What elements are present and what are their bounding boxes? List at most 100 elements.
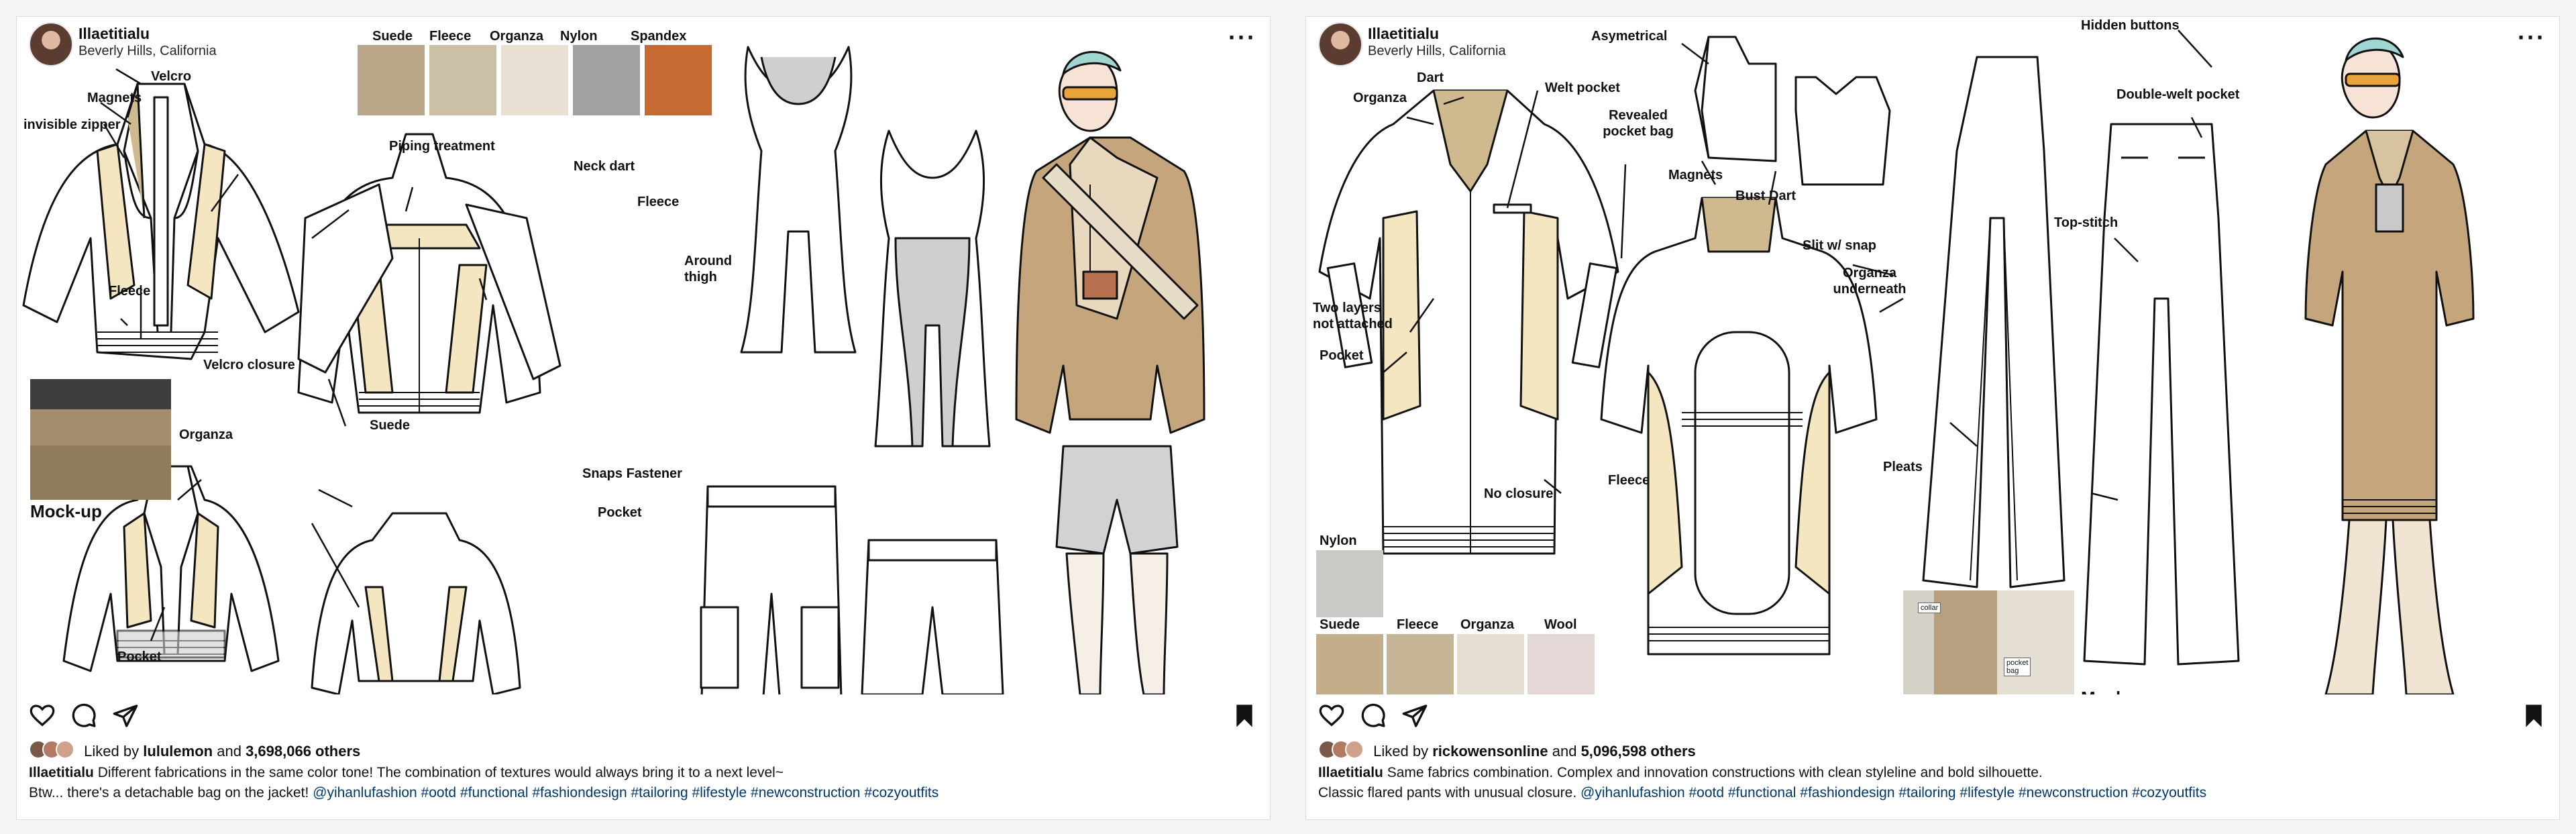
annotation-label: Pleats xyxy=(1883,460,1923,474)
swatch-label: Suede xyxy=(1320,617,1360,632)
liked-by-user[interactable]: rickowensonline xyxy=(1432,742,1548,760)
post-actions xyxy=(17,694,1270,735)
instagram-post-1: Suede Fleece Organza Nylon Spandex Velcr… xyxy=(16,16,1271,820)
annotation-label: Slit w/ snap xyxy=(1803,238,1877,253)
annotation-label: Hidden buttons xyxy=(2081,18,2180,33)
share-icon[interactable] xyxy=(112,702,139,729)
instagram-post-2: Nylon Suede Fleece Organza Wool collar p… xyxy=(1305,16,2560,820)
caption-username[interactable]: Illaetitialu xyxy=(1318,765,1383,780)
post-location[interactable]: Beverly Hills, California xyxy=(78,44,217,58)
caption-text: Same fabrics combination. Complex and in… xyxy=(1387,765,2043,780)
liked-by-prefix: Liked by xyxy=(1373,742,1429,760)
annotation-label: Organza xyxy=(179,427,233,442)
fabric-swatch xyxy=(358,45,425,115)
post-image: Nylon Suede Fleece Organza Wool collar p… xyxy=(1306,17,2559,694)
comment-icon[interactable] xyxy=(70,702,97,729)
more-icon[interactable]: ··· xyxy=(2518,23,2546,51)
annotation-label: Neck dart xyxy=(574,159,635,174)
avatar[interactable] xyxy=(1318,22,1362,66)
fashion-flats-illustration xyxy=(1318,30,2475,694)
bookmark-icon[interactable] xyxy=(1231,702,1258,729)
liked-by-prefix: Liked by xyxy=(84,742,140,760)
annotation-label: Dart xyxy=(1417,70,1444,85)
heart-icon[interactable] xyxy=(29,702,56,729)
heart-icon[interactable] xyxy=(1318,702,1345,729)
caption-hashtags[interactable]: @yihanlufashion #ootd #functional #fashi… xyxy=(1580,785,2207,800)
bookmark-icon[interactable] xyxy=(2520,702,2547,729)
caption-text: Different fabrications in the same color… xyxy=(97,765,784,780)
share-icon[interactable] xyxy=(1401,702,1428,729)
caption-line-2: Btw... there's a detachable bag on the j… xyxy=(29,783,1256,803)
fabric-swatch xyxy=(1316,550,1383,617)
annotation-label: Revealed pocket bag xyxy=(1603,108,1674,139)
annotation-label: Pocket xyxy=(1320,348,1364,363)
fashion-flats-illustration xyxy=(22,46,1205,694)
swatch-label: Nylon xyxy=(1320,533,1357,548)
mockup-photo xyxy=(30,379,171,500)
fabric-swatch xyxy=(645,45,712,115)
mockup-label: Mock-up xyxy=(30,501,102,521)
annotation-label: Around thigh xyxy=(684,254,733,284)
annotation-label: Piping treatment xyxy=(389,139,495,154)
mockup-label: Mock-up xyxy=(2081,688,2153,694)
swatch-label: Organza xyxy=(1460,617,1515,632)
annotation-label: Suede xyxy=(370,418,411,433)
fabric-swatch xyxy=(573,45,640,115)
annotation-label: Fleece xyxy=(109,284,151,299)
liked-by-user[interactable]: lululemon xyxy=(143,742,213,760)
post-header: Illaetitialu Beverly Hills, California ·… xyxy=(17,17,1270,74)
comment-icon[interactable] xyxy=(1360,702,1387,729)
annotation-label: Asymetrical xyxy=(1591,29,1668,44)
swatch-label: Fleece xyxy=(429,29,472,44)
annotation-label: No closure xyxy=(1484,486,1554,501)
caption: Illaetitialu Same fabrics combination. C… xyxy=(1318,763,2546,783)
annotation-label: invisible zipper xyxy=(23,117,121,132)
caption-hashtags[interactable]: @yihanlufashion #ootd #functional #fashi… xyxy=(313,785,939,800)
fabric-swatch xyxy=(1457,634,1524,694)
post-username[interactable]: Illaetitialu xyxy=(78,25,150,42)
annotation-label: Snaps Fastener xyxy=(582,466,682,481)
post-username[interactable]: Illaetitialu xyxy=(1368,25,1440,42)
annotation-label: Velcro xyxy=(151,69,192,84)
fabric-swatch xyxy=(1387,634,1454,694)
swatch-label: Spandex xyxy=(631,29,687,44)
annotation-label: Fleece xyxy=(1608,473,1650,488)
avatar[interactable] xyxy=(29,22,73,66)
caption-username[interactable]: Illaetitialu xyxy=(29,765,94,780)
liker-avatars xyxy=(1318,740,1364,764)
swatch-label: Fleece xyxy=(1397,617,1439,632)
annotation-label: Pocket xyxy=(598,505,642,520)
fabric-swatch xyxy=(429,45,496,115)
annotation-label: Two layers not attached xyxy=(1313,301,1393,331)
post-actions xyxy=(1306,694,2559,735)
swatch-label: Organza xyxy=(490,29,544,44)
swatch-label: Nylon xyxy=(560,29,598,44)
annotation-label: Pocket xyxy=(117,649,162,664)
swatch-label: Wool xyxy=(1544,617,1577,632)
fabric-swatch xyxy=(1316,634,1383,694)
caption: Illaetitialu Different fabrications in t… xyxy=(29,763,1256,783)
annotation-label: Magnets xyxy=(1668,168,1723,183)
annotation-label: Organza underneath xyxy=(1833,266,1907,297)
fabric-swatch xyxy=(1527,634,1595,694)
mockup-tag: pocket bag xyxy=(2004,658,2031,676)
caption-text: Btw... there's a detachable bag on the j… xyxy=(29,785,309,800)
post-header: Illaetitialu Beverly Hills, California ·… xyxy=(1306,17,2559,74)
post-image: Suede Fleece Organza Nylon Spandex Velcr… xyxy=(17,17,1270,694)
swatch-label: Suede xyxy=(372,29,413,44)
mockup-photo: collar pocket bag xyxy=(1903,590,2074,694)
liked-by-count[interactable]: 3,698,066 others xyxy=(246,742,361,760)
liked-by-and: and xyxy=(217,742,241,760)
annotation-label: Velcro closure xyxy=(203,358,295,372)
mockup-tag: collar xyxy=(1918,603,1941,613)
annotation-label: Organza xyxy=(1353,91,1407,105)
liked-by-count[interactable]: 5,096,598 others xyxy=(1580,742,1696,760)
annotation-label: Double-welt pocket xyxy=(2116,87,2240,102)
fabric-swatch xyxy=(501,45,568,115)
post-location[interactable]: Beverly Hills, California xyxy=(1368,44,1506,58)
likes-summary: Liked by lululemon and 3,698,066 others xyxy=(29,740,360,760)
annotation-label: Fleece xyxy=(637,195,680,209)
likes-summary: Liked by rickowensonline and 5,096,598 o… xyxy=(1318,740,1696,760)
liked-by-and: and xyxy=(1552,742,1577,760)
more-icon[interactable]: ··· xyxy=(1228,23,1256,51)
